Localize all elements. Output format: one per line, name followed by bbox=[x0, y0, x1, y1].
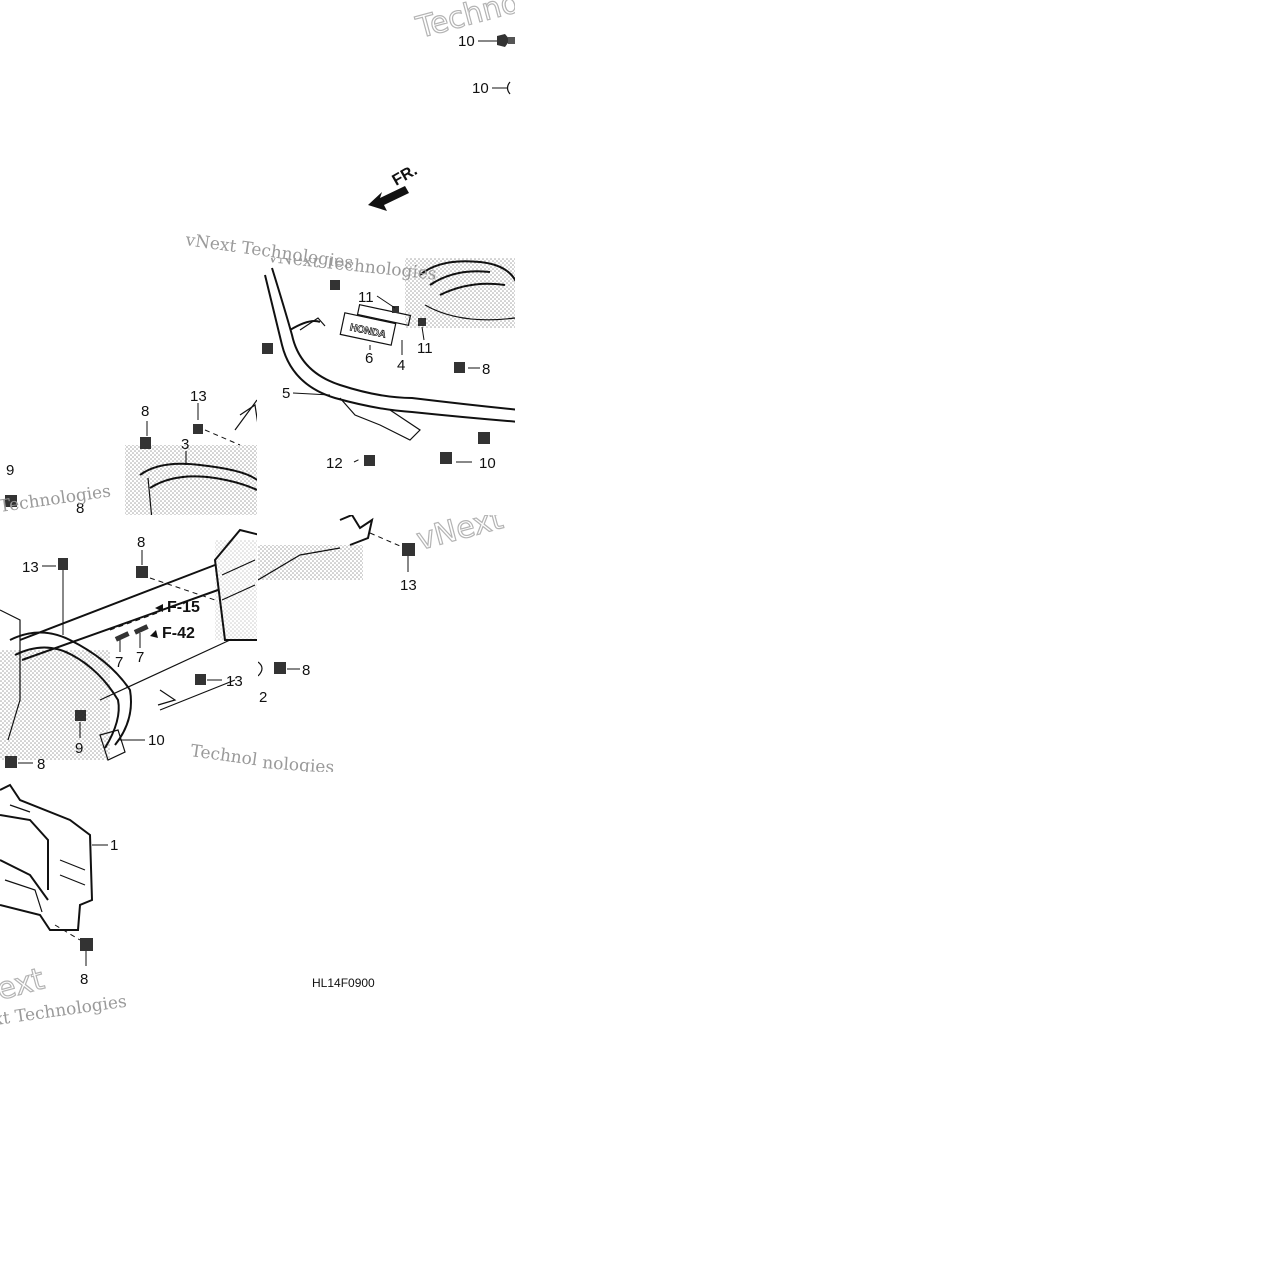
bolt-icon bbox=[195, 674, 206, 685]
direction-label: FR. bbox=[390, 162, 421, 190]
callout-2: 10 bbox=[148, 732, 165, 749]
callout-11: 11 bbox=[417, 340, 433, 357]
diagram-code: HL14F0900 bbox=[312, 976, 375, 990]
callout-8: 8 bbox=[37, 756, 45, 773]
callout-1: 1 bbox=[110, 837, 118, 854]
callout-6: 6 bbox=[365, 350, 373, 367]
watermark-text: nologies bbox=[262, 753, 335, 778]
callout-10: 10 bbox=[479, 455, 496, 472]
bolt-icon bbox=[136, 566, 148, 578]
callout-7: 7 bbox=[136, 649, 144, 666]
pin-icon bbox=[114, 631, 130, 642]
bolt-icon bbox=[75, 710, 86, 721]
top-tile: Technologies FR. bbox=[368, 0, 515, 211]
nut-icon bbox=[418, 318, 426, 326]
callout-9: 9 bbox=[6, 462, 14, 479]
callout-9: 8 bbox=[302, 662, 310, 679]
front-bumper-tile: vNext Technologies HONDA bbox=[262, 258, 515, 466]
callout-12: 12 bbox=[326, 455, 343, 472]
callout-10: 10 bbox=[472, 80, 489, 97]
bolt-icon bbox=[392, 306, 399, 313]
callout-8: 8 bbox=[482, 361, 490, 378]
pin-icon bbox=[133, 624, 149, 635]
callout-8: 9 bbox=[75, 740, 83, 757]
bracket-tile: vNext Technologies nologies bbox=[258, 449, 702, 778]
flange-bolt-icon bbox=[497, 34, 515, 47]
bolt-icon bbox=[5, 495, 17, 507]
callout-4: 4 bbox=[397, 357, 405, 374]
grille-tile bbox=[5, 399, 257, 515]
callout-7: 7 bbox=[115, 654, 123, 671]
callout-10: 2 bbox=[259, 689, 267, 706]
callout-5: 5 bbox=[282, 385, 290, 402]
watermark-text: ext bbox=[0, 962, 48, 1008]
callout-8: 8 bbox=[76, 500, 84, 517]
bolt-icon bbox=[478, 432, 490, 444]
callout-13: 13 bbox=[190, 388, 207, 405]
bolt-icon bbox=[262, 343, 273, 354]
ref-f15: F-15 bbox=[167, 599, 200, 616]
bolt-icon bbox=[140, 437, 151, 449]
bolt-icon bbox=[80, 938, 93, 951]
bolt-icon bbox=[440, 452, 452, 464]
bolt-icon bbox=[330, 280, 340, 290]
callout-3: 3 bbox=[181, 436, 189, 453]
watermark-text: Technologies bbox=[0, 481, 112, 516]
callout-10: 10 bbox=[458, 33, 475, 50]
callout-8: 8 bbox=[137, 534, 145, 551]
bolt-icon bbox=[193, 424, 203, 434]
ref-f42: F-42 bbox=[162, 625, 195, 642]
callout-13: 13 bbox=[226, 673, 243, 690]
bolt-icon bbox=[58, 558, 68, 570]
bolt-icon bbox=[402, 543, 415, 556]
callout-8: 8 bbox=[80, 971, 88, 988]
bolt-icon bbox=[454, 362, 465, 373]
emblem-base-part bbox=[356, 303, 412, 327]
flange-bolt-icon bbox=[506, 81, 511, 95]
front-direction-arrow-icon bbox=[368, 186, 409, 211]
bolt-icon bbox=[5, 756, 17, 768]
callout-13: 13 bbox=[400, 577, 417, 594]
nut-icon bbox=[274, 662, 286, 674]
carrier-box-tile: ext vNext Technologies bbox=[0, 783, 128, 1029]
callout-8: 8 bbox=[141, 403, 149, 420]
callout-11: 11 bbox=[358, 289, 374, 306]
bolt-icon bbox=[364, 455, 375, 466]
watermark-text: vNext Technologies bbox=[413, 449, 702, 558]
emblem-part: HONDA bbox=[339, 312, 397, 346]
callout-13: 13 bbox=[22, 559, 39, 576]
